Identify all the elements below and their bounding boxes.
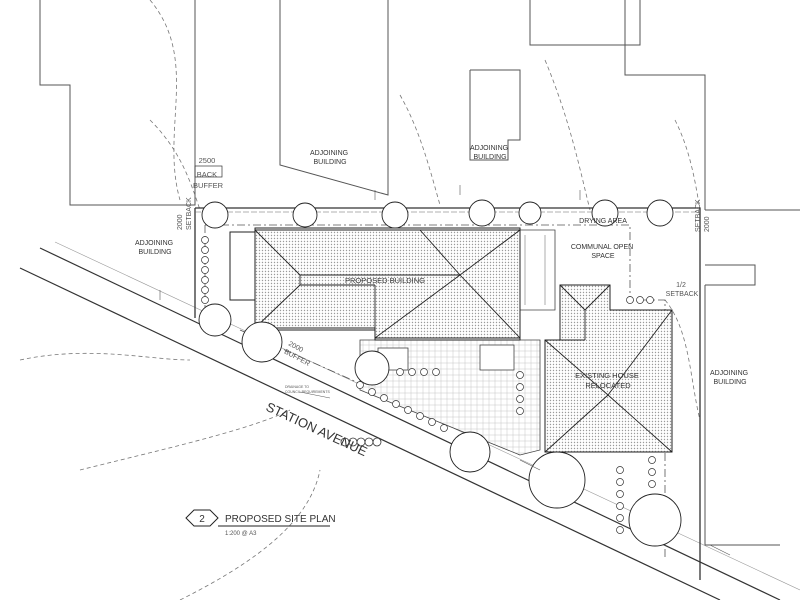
existing-house — [544, 284, 673, 453]
tree-icon — [646, 199, 674, 227]
svg-text:SETBACK 2000: SETBACK 2000 — [695, 197, 711, 232]
label-buffer-back: BACK — [197, 170, 217, 179]
svg-text:2000 BUFFER: 2000 BUFFER — [283, 341, 315, 368]
label-setback-left-2: SETBACK — [186, 197, 193, 230]
label-adjoining-e-2: BUILDING — [713, 379, 746, 386]
label-buffer-dim: 2500 — [199, 156, 216, 165]
label-setback-right-2: 2000 — [704, 216, 711, 232]
label-adjoining-w-1: ADJOINING — [135, 240, 173, 247]
label-communal-open-2: SPACE — [591, 253, 615, 260]
label-adjoining-e-1: ADJOINING — [710, 370, 748, 377]
label-adjoining-n-2: BUILDING — [473, 154, 506, 161]
label-setback-mid-2: SETBACK — [666, 291, 699, 298]
tree-icon — [381, 201, 409, 229]
svg-text:ADJOINING BUILDING: ADJOINING BUILDING — [470, 145, 510, 161]
note-leader — [299, 391, 331, 399]
label-existing-house-1: EXISTING HOUSE — [575, 371, 639, 380]
label-existing-house-2: RELOCATED — [585, 381, 631, 390]
svg-text:EXISTING HOUSE RELOCATED: EXISTING HOUSE RELOCATED — [575, 371, 641, 390]
label-setback-right-1: SETBACK — [695, 199, 702, 232]
label-note-2: COUNCIL REQUIREMENTS — [285, 390, 330, 394]
svg-text:2500 BACK BUFFER: 2500 BACK BUFFER — [193, 156, 224, 190]
title-text: PROPOSED SITE PLAN — [225, 514, 336, 525]
dimension-ticks — [159, 185, 731, 556]
tree-icon — [201, 201, 229, 229]
tree-icon — [449, 431, 491, 473]
proposed-building — [229, 227, 521, 341]
svg-text:1/2 SETBACK: 1/2 SETBACK — [666, 282, 699, 298]
buffer-box — [194, 165, 223, 178]
tree-icon — [241, 321, 283, 363]
label-adjoining-nw-2: BUILDING — [313, 159, 346, 166]
label-adjoining-n-1: ADJOINING — [470, 145, 508, 152]
tree-canopies — [198, 199, 682, 547]
tree-icon — [198, 303, 232, 337]
label-note-1: DRAINAGE TO — [285, 385, 309, 389]
tree-icon — [468, 199, 496, 227]
tree-icon — [628, 493, 682, 547]
title-number: 2 — [199, 514, 205, 525]
title-scale: 1:200 @ A3 — [225, 531, 257, 537]
label-drying-area: DRYING AREA — [579, 218, 627, 225]
svg-text:ADJOINING BUILDING: ADJOINING BUILDING — [135, 240, 175, 256]
front-shrubs — [340, 437, 382, 447]
label-setback-mid-1: 1/2 — [676, 282, 686, 289]
title-block: 2 PROPOSED SITE PLAN 1:200 @ A3 — [185, 509, 336, 537]
tree-icon — [354, 350, 390, 386]
label-adjoining-w-2: BUILDING — [138, 249, 171, 256]
tree-icon — [518, 201, 542, 225]
svg-text:COMMUNAL OPEN SPACE: COMMUNAL OPEN SPACE — [571, 244, 635, 260]
label-proposed-building: PROPOSED BUILDING — [345, 276, 425, 285]
label-setback-left-1: 2000 — [177, 214, 184, 230]
label-adjoining-nw-1: ADJOINING — [310, 150, 348, 157]
shrub-hedges — [201, 236, 656, 534]
svg-text:2000 SETBACK: 2000 SETBACK — [177, 197, 193, 230]
svg-text:DRAINAGE TO COUNCIL REQU: DRAINAGE TO COUNCIL REQUIREMENTS — [285, 385, 330, 394]
tree-icon — [292, 202, 318, 228]
svg-text:ADJOINING BUILDING: ADJOINING BUILDING — [310, 150, 350, 166]
label-buffer-buffer: BUFFER — [193, 181, 224, 190]
tree-icon — [591, 199, 619, 227]
title-number-hexagon — [185, 509, 219, 527]
contour-lines — [19, 0, 701, 600]
label-communal-open-1: COMMUNAL OPEN — [571, 244, 633, 251]
svg-text:ADJOINING BUILDING: ADJOINING BUILDING — [710, 370, 750, 386]
tree-icon — [528, 451, 586, 509]
